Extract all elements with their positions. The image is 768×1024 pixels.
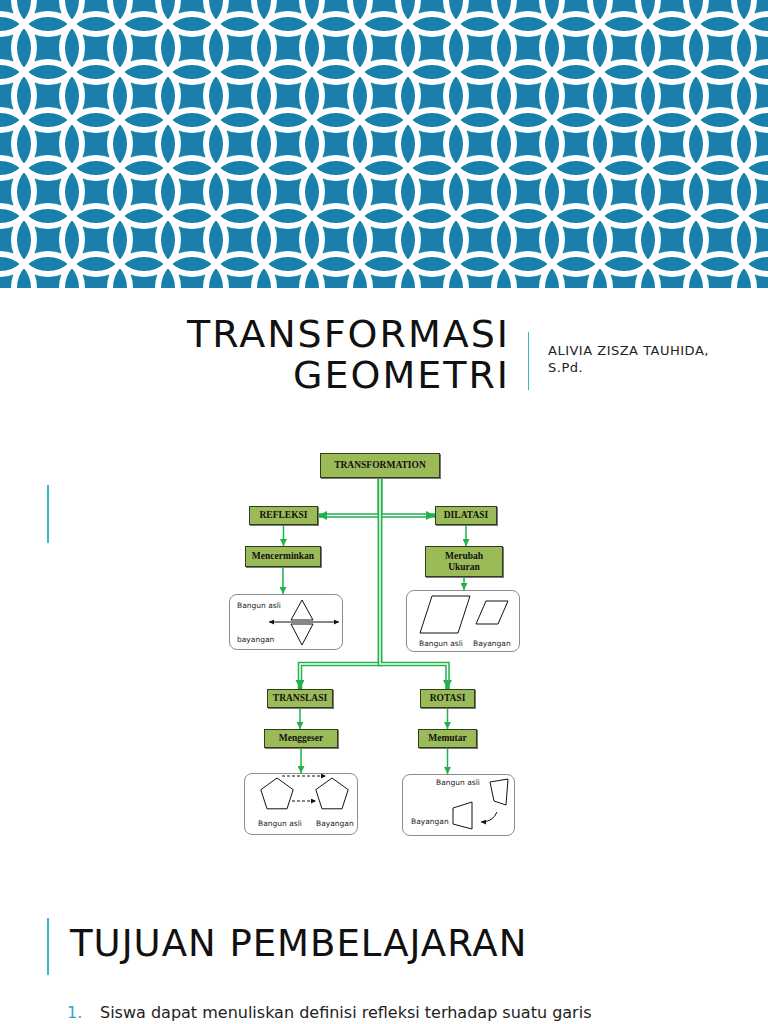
shift-arrow <box>292 801 316 802</box>
figure-caption: bayangan <box>237 635 274 644</box>
connector-line <box>447 708 449 729</box>
figure-caption: Bayangan <box>473 639 511 648</box>
figure-caption: Bangun asli <box>237 601 281 610</box>
connector-line <box>380 478 435 516</box>
connector-arrow <box>447 708 448 729</box>
illustration-frame: Bangun asli bayangan <box>229 594 343 650</box>
figure-caption: Bayangan <box>411 817 449 826</box>
process-box: TRANSLASI <box>267 689 333 708</box>
box-label: ROTASI <box>430 693 466 704</box>
connector-arrow <box>299 708 300 729</box>
process-box: Mencerminkan <box>245 546 321 567</box>
list-item: Siswa dapat menuliskan definisi refleksi… <box>100 1003 591 1022</box>
connector-arrow <box>301 748 302 773</box>
connector-arrow <box>447 748 448 774</box>
connector-arrow <box>466 525 467 546</box>
box-label: Memutar <box>428 733 467 744</box>
accent-bar <box>47 485 49 543</box>
illustration-frame: Bangun asliBayangan <box>402 774 515 836</box>
box-label: TRANSLASI <box>273 693 327 704</box>
quad-original <box>490 779 508 805</box>
figure-caption: Bangun asli <box>419 639 463 648</box>
connector-line <box>299 708 301 729</box>
box-label: TRANSFORMATION <box>334 460 426 471</box>
process-box: TRANSFORMATION <box>320 453 440 478</box>
pattern-band <box>0 0 768 288</box>
connector-inner <box>380 478 426 516</box>
accent-bar <box>47 918 49 975</box>
box-label: Mencerminkan <box>252 551 314 562</box>
illustration-frame: Bangun asli Bayangan <box>406 590 520 652</box>
slide-title: TRANSFORMASI GEOMETRI <box>130 314 510 396</box>
box-label: REFLEKSI <box>259 510 307 521</box>
process-box: Menggeser <box>264 729 338 748</box>
list-number: 1. <box>67 1003 82 1022</box>
connector-line <box>282 567 284 594</box>
box-label: Merubah Ukuran <box>438 551 490 573</box>
connector-line <box>300 748 302 773</box>
connector-line <box>465 525 467 546</box>
pentagon-original <box>261 778 293 809</box>
connector-arrow <box>283 525 284 546</box>
connector-line <box>463 577 465 590</box>
process-box: Memutar <box>418 729 477 748</box>
section-heading: TUJUAN PEMBELAJARAN <box>70 922 527 966</box>
box-label: DILATASI <box>444 510 489 521</box>
connector-arrow <box>283 567 284 594</box>
process-box: DILATASI <box>435 506 497 525</box>
connector-arrow <box>464 577 465 590</box>
figure-caption: Bayangan <box>316 819 354 828</box>
title-divider <box>528 332 529 390</box>
triangle-original <box>291 600 313 620</box>
quad-image <box>453 802 472 829</box>
mirror-axis <box>269 622 339 623</box>
process-box: Merubah Ukuran <box>425 546 503 577</box>
figure-caption: Bangun asli <box>258 819 302 828</box>
pentagon-image <box>316 778 348 809</box>
process-box: ROTASI <box>420 689 475 708</box>
process-box: REFLEKSI <box>249 506 318 525</box>
author-name: ALIVIA ZISZA TAUHIDA, S.Pd. <box>548 342 748 376</box>
triangle-image <box>291 624 313 645</box>
connector-line <box>318 478 380 516</box>
parallelogram-original <box>420 596 470 633</box>
illustration-frame: Bangun asli Bayangan <box>244 773 358 835</box>
connector-arrow <box>318 478 380 516</box>
connector-line <box>283 525 285 546</box>
box-label: Menggeser <box>279 733 323 744</box>
rotate-arrow <box>481 812 497 822</box>
parallelogram-image <box>476 601 508 624</box>
shift-arrow <box>282 776 326 777</box>
connector-arrow <box>380 478 435 516</box>
figure-caption: Bangun asli <box>436 778 480 787</box>
connector-inner <box>327 478 380 516</box>
connector-line <box>447 748 449 774</box>
